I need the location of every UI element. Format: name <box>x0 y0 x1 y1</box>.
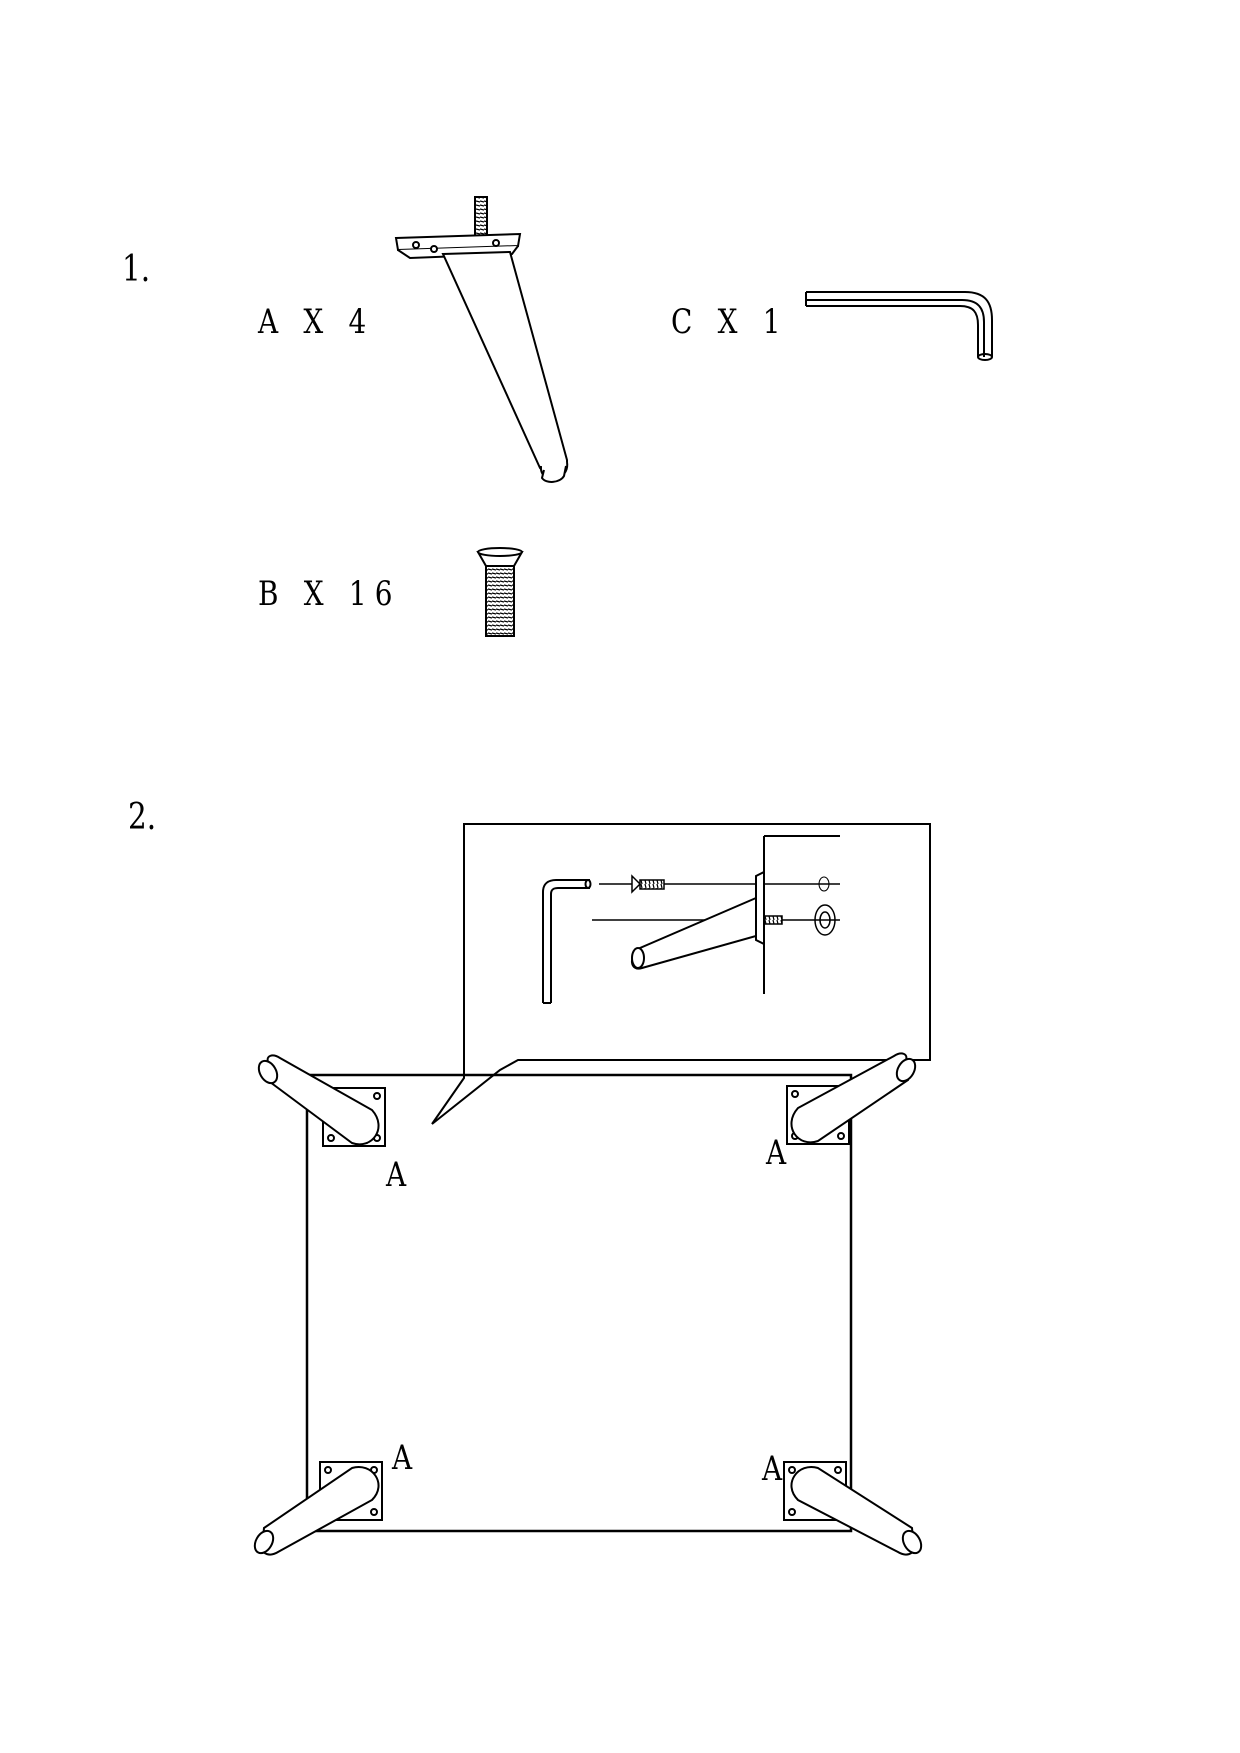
part-b-quantity: B X 16 <box>258 574 401 614</box>
table-leg-top-left-icon <box>257 1054 380 1146</box>
part-a-quantity: A X 4 <box>258 302 375 342</box>
step-1-number: 1. <box>122 249 151 290</box>
corner-label-top-right: A <box>766 1133 787 1173</box>
step-2-number: 2. <box>128 797 157 838</box>
part-c-allen-key-icon <box>805 291 993 361</box>
part-a-leg-icon <box>394 196 569 483</box>
detail-callout-box <box>431 823 931 1125</box>
callout-table-section <box>763 835 840 994</box>
part-c-quantity: C X 1 <box>671 302 789 342</box>
corner-label-bottom-left: A <box>392 1438 413 1478</box>
callout-leg-icon <box>631 870 765 970</box>
mounting-plates <box>319 1085 850 1521</box>
table-leg-top-right-icon <box>790 1052 917 1144</box>
table-top-outline <box>305 1073 853 1533</box>
table-leg-bottom-left-icon <box>253 1465 380 1556</box>
callout-allen-key-icon <box>542 879 592 1004</box>
part-b-screw-icon <box>476 547 524 637</box>
corner-label-top-left: A <box>386 1155 407 1195</box>
corner-label-bottom-right: A <box>762 1449 783 1489</box>
table-leg-bottom-right-icon <box>790 1465 923 1556</box>
